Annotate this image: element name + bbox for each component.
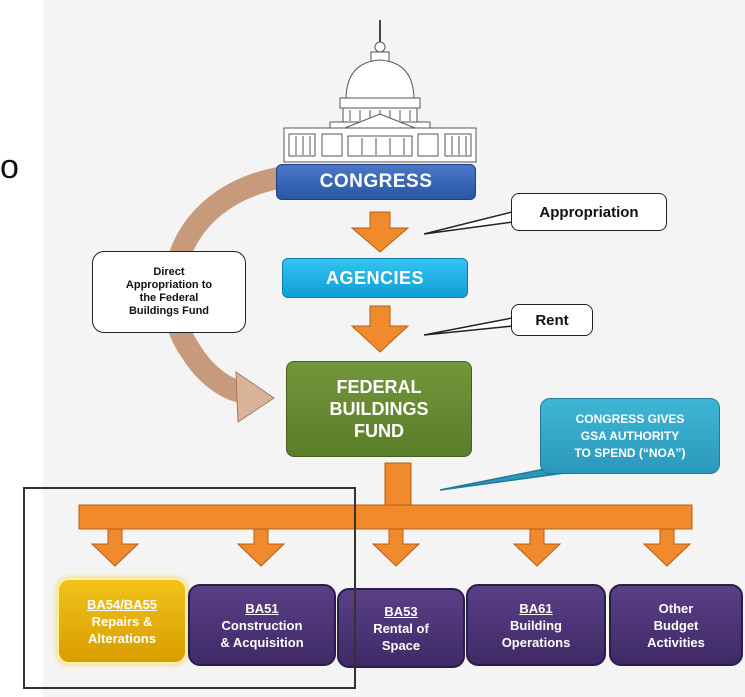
distribution-bar xyxy=(78,462,693,530)
activity-line: Budget xyxy=(653,617,699,633)
callout-pointers xyxy=(423,211,575,491)
fund-line-2: BUILDINGS xyxy=(329,399,429,419)
fund-line-3: FUND xyxy=(354,421,404,441)
arrow-to-ba61 xyxy=(512,528,562,567)
congress-box: CONGRESS xyxy=(276,164,476,200)
arrow-to-ba51 xyxy=(236,528,286,567)
activity-line: Activities xyxy=(647,634,705,650)
federal-buildings-fund-box: FEDERAL BUILDINGS FUND xyxy=(286,361,472,457)
activity-line: & Acquisition xyxy=(220,634,304,650)
activity-ba51: BA51 Construction & Acquisition xyxy=(188,584,336,666)
down-arrow-congress-to-agencies xyxy=(350,211,410,253)
activity-line: Space xyxy=(381,637,421,653)
direct-line-1: Direct xyxy=(153,266,185,278)
activity-other-budget: Other Budget Activities xyxy=(609,584,743,666)
direct-line-2: Appropriation to xyxy=(125,279,213,291)
activity-code: BA54/BA55 xyxy=(86,596,158,612)
left-edge-glyph: o xyxy=(0,148,19,186)
rent-callout: Rent xyxy=(511,304,593,336)
activity-line: Rental of xyxy=(373,620,429,636)
activity-line: Other xyxy=(658,600,694,616)
arrow-to-ba54 xyxy=(90,528,140,567)
noa-line-2: GSA AUTHORITY xyxy=(580,428,680,443)
activity-ba53: BA53 Rental of Space xyxy=(337,588,465,668)
agencies-box: AGENCIES xyxy=(282,258,468,298)
activity-code: BA53 xyxy=(384,603,418,619)
highlight-frame xyxy=(23,487,356,689)
activity-line: Alterations xyxy=(88,630,156,646)
bottom-arrows xyxy=(90,528,692,567)
activity-line: Construction xyxy=(221,617,303,633)
noa-line-3: TO SPEND (“NOA”) xyxy=(574,445,686,460)
down-arrow-agencies-to-fund xyxy=(350,305,410,353)
appropriation-callout: Appropriation xyxy=(511,193,667,231)
activity-code: BA51 xyxy=(245,600,279,616)
activity-line: Building xyxy=(510,617,562,633)
arrow-to-ba53 xyxy=(371,528,421,567)
arrow-to-other xyxy=(642,528,692,567)
direct-appropriation-callout: Direct Appropriation to the Federal Buil… xyxy=(92,251,246,333)
activity-line: Repairs & xyxy=(91,613,153,629)
activity-ba54-ba55: BA54/BA55 Repairs & Alterations xyxy=(57,578,187,664)
noa-callout: CONGRESS GIVES GSA AUTHORITY TO SPEND (“… xyxy=(540,398,720,474)
direct-line-4: Buildings Fund xyxy=(128,305,210,317)
activity-line: Operations xyxy=(501,634,571,650)
activity-code: BA61 xyxy=(519,600,553,616)
left-margin-strip: o xyxy=(0,0,43,697)
capitol-building-icon xyxy=(283,20,477,163)
noa-line-1: CONGRESS GIVES xyxy=(575,411,685,426)
fund-line-1: FEDERAL xyxy=(336,377,422,397)
direct-line-3: the Federal xyxy=(139,292,199,304)
activity-ba61: BA61 Building Operations xyxy=(466,584,606,666)
